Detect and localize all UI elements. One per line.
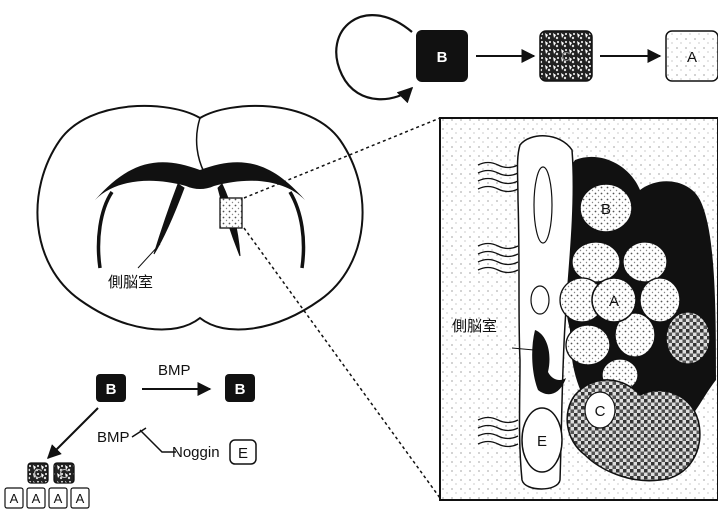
ependymal-cell-2 <box>531 286 549 314</box>
signaling-diagram: B BMP B BMP Noggin E C C A A A A <box>5 362 256 508</box>
b-left-label: B <box>106 381 117 398</box>
a-box-1-label: A <box>10 491 19 506</box>
brain-ventricle-label: 側脳室 <box>108 273 153 291</box>
c-cell-label: C <box>561 49 570 64</box>
bmp-inhibit-label: BMP <box>97 429 130 446</box>
cell-a-label: A <box>609 293 619 310</box>
e-label: E <box>238 445 248 462</box>
noggin-inhibition-line <box>132 428 176 452</box>
c-box-1-label: C <box>33 466 42 481</box>
c-box-2-label: C <box>59 466 68 481</box>
a-cell-label: A <box>687 49 697 66</box>
ependymal-cell-1 <box>534 167 552 243</box>
bmp-top-label: BMP <box>158 362 191 379</box>
a-box-4-label: A <box>76 491 85 506</box>
b-right-label: B <box>235 381 246 398</box>
brain-outline <box>37 106 362 330</box>
cell-c-label: C <box>595 403 606 420</box>
self-renewal-loop-arrow <box>336 15 412 99</box>
a-box-3-label: A <box>54 491 63 506</box>
differentiation-arrow <box>48 408 98 458</box>
magnified-panel: E B A C 側脳室 <box>440 118 718 500</box>
cell-b-label: B <box>601 201 611 218</box>
noggin-label: Noggin <box>172 444 220 461</box>
top-cycle: B C A <box>336 15 718 99</box>
zoom-region-box <box>220 198 242 228</box>
magnified-ventricle-label: 側脳室 <box>452 317 497 335</box>
b-cell-label: B <box>437 49 448 66</box>
dark-cell-shape <box>666 312 710 364</box>
brain-section: 側脳室 <box>37 106 362 330</box>
a-box-2-label: A <box>32 491 41 506</box>
cell-e-label: E <box>537 433 547 450</box>
